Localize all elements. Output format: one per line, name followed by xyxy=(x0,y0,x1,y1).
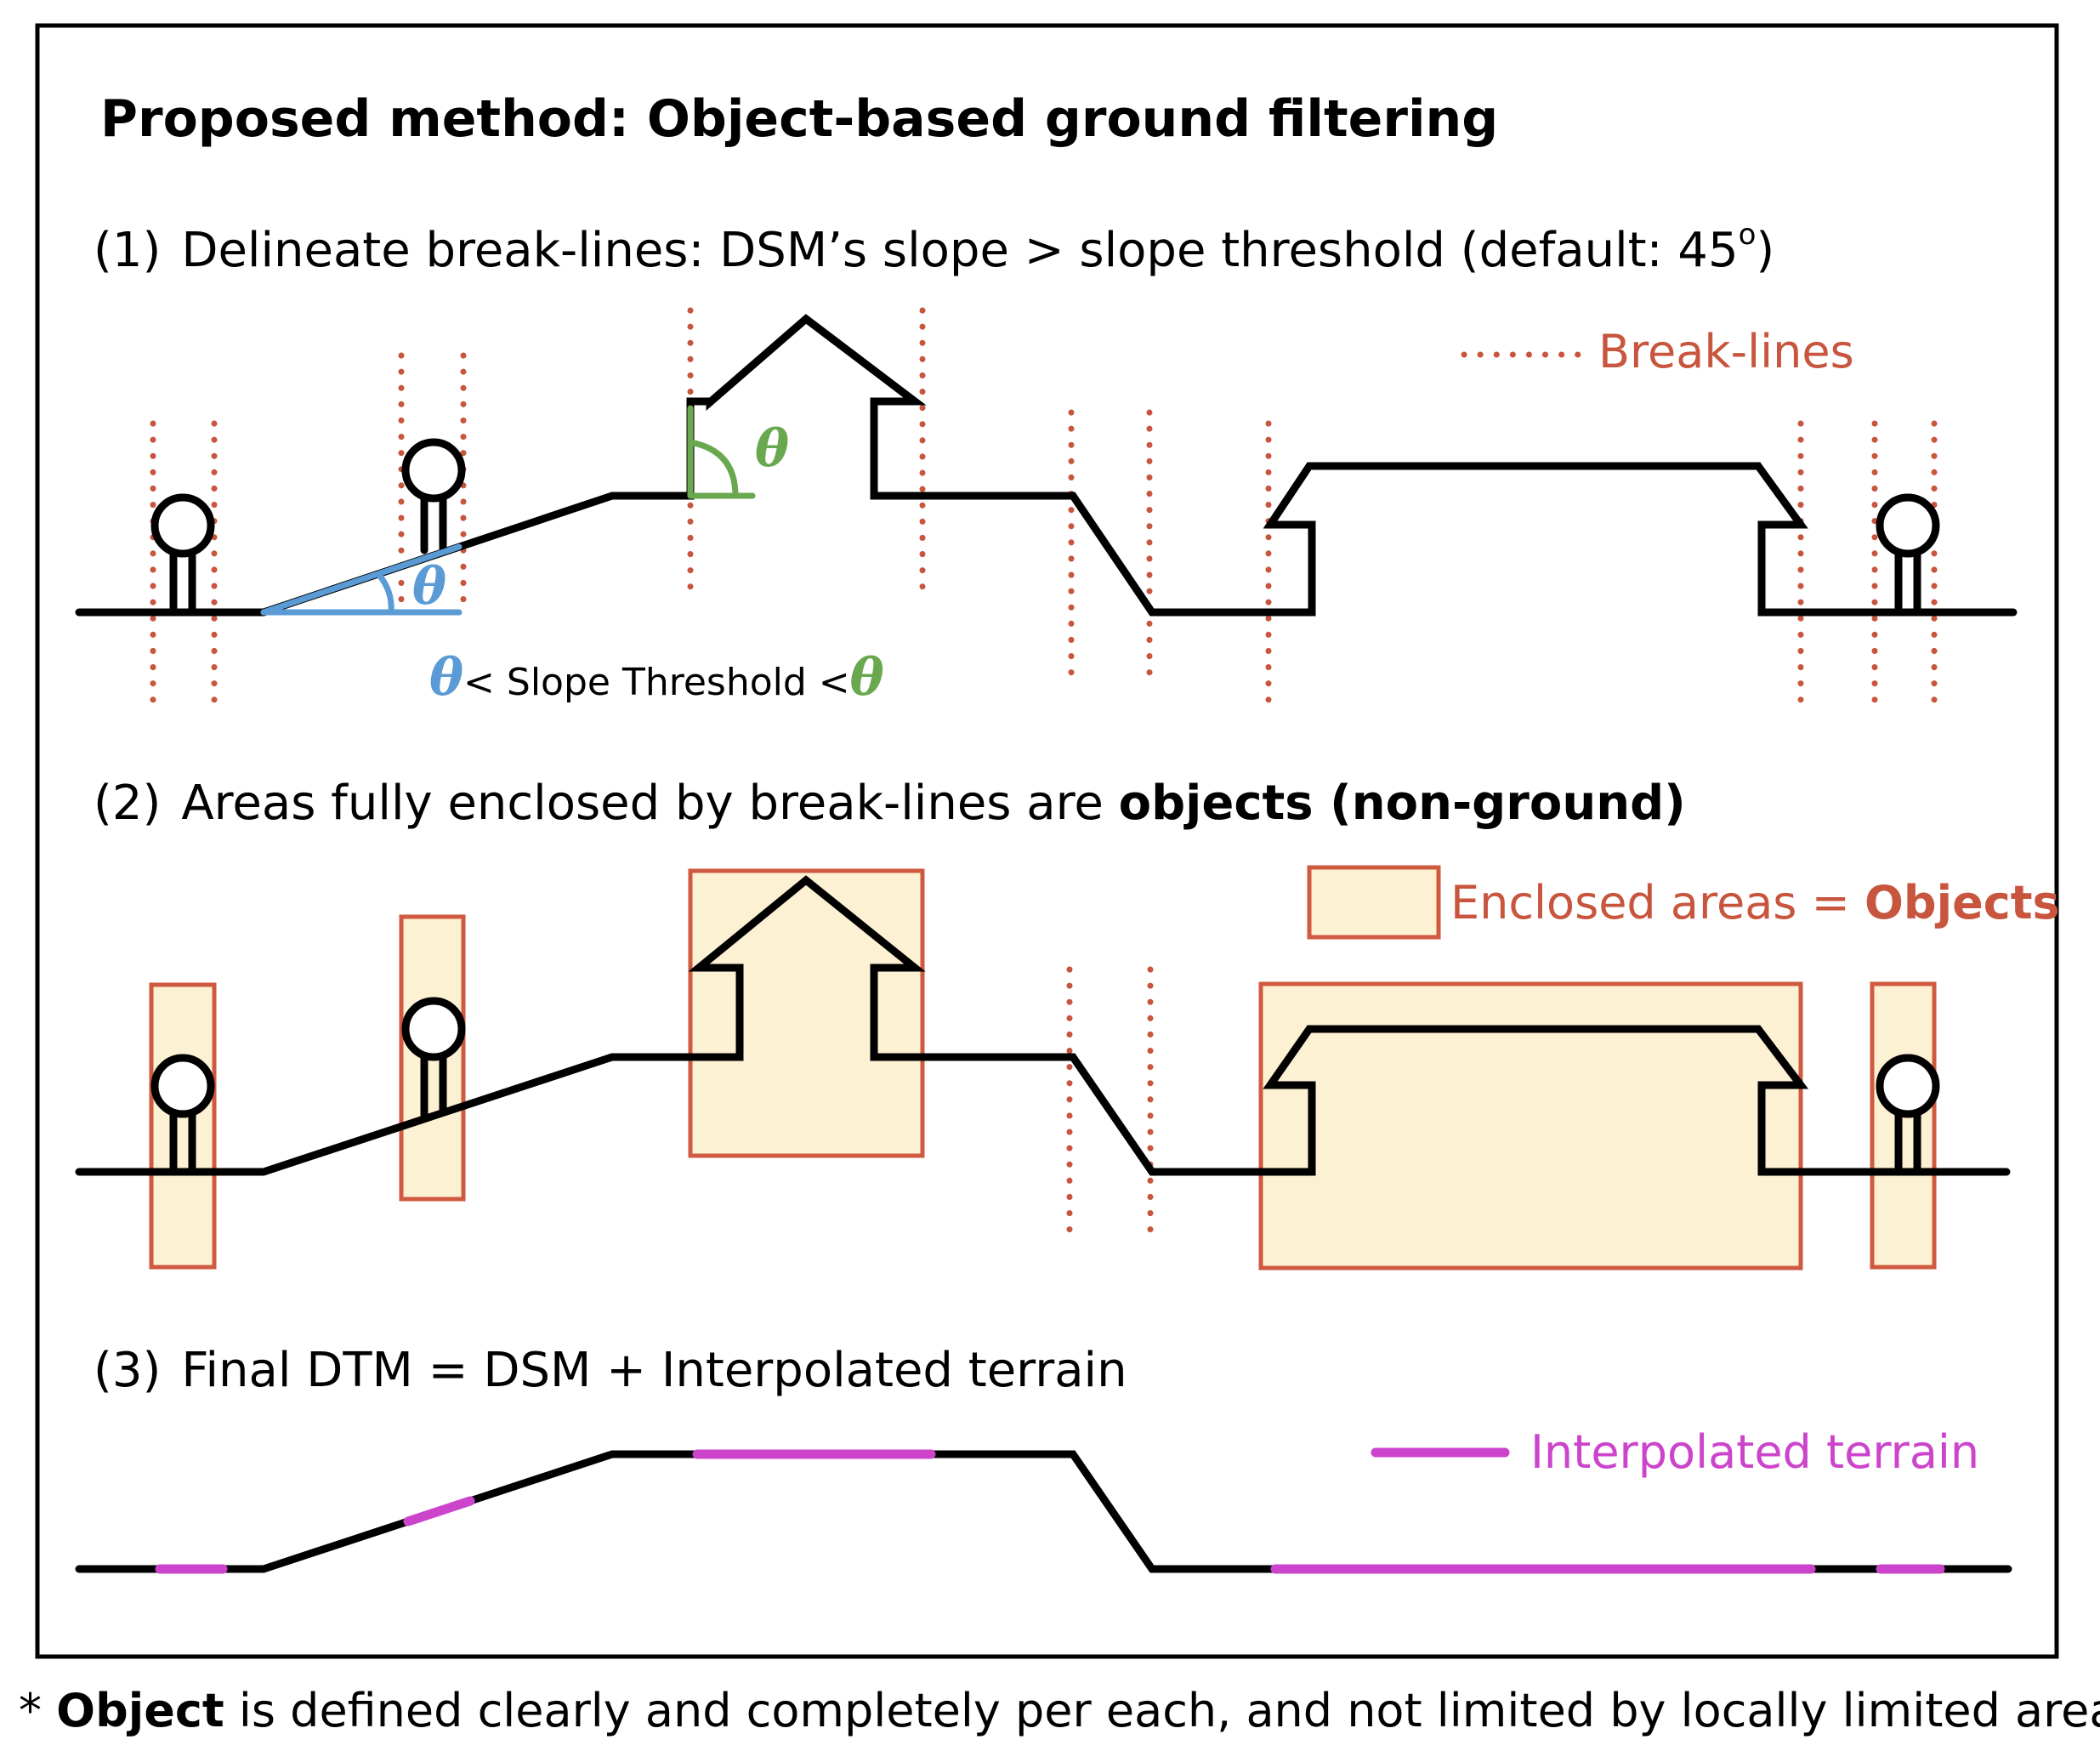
tree-object xyxy=(150,1054,215,1176)
interpolated-segment xyxy=(403,1496,475,1526)
theta-blue-slope xyxy=(260,543,463,616)
enclosed-area-tree-3 xyxy=(1870,981,1937,1270)
step-3-panel: (3)Final DTM = DSM + Interpolated terrai… xyxy=(75,1343,2012,1574)
house-object xyxy=(686,875,2011,1176)
tree-object xyxy=(1876,1054,1940,1176)
step-1-heading: (1)Delineate break-lines: DSM’s slope > … xyxy=(94,218,1774,278)
step-2-panel: (2)Areas fully enclosed by break-lines a… xyxy=(75,776,2060,1271)
step-1-panel: (1)Delineate break-lines: DSM’s slope > … xyxy=(75,218,2018,713)
theta-green-label: θ xyxy=(755,419,789,479)
diagram-title: Proposed method: Object-based ground fil… xyxy=(100,89,1498,149)
step-1-dsm-profile xyxy=(75,314,1271,617)
step-2-heading: (2)Areas fully enclosed by break-lines a… xyxy=(94,776,1686,831)
theta-green-arc xyxy=(687,439,739,499)
enclosed-area-tree-1 xyxy=(149,982,217,1270)
footnote: * Object is defined clearly and complete… xyxy=(19,1684,2100,1737)
tree-object xyxy=(401,438,466,554)
tree-object xyxy=(401,997,466,1122)
house-object xyxy=(686,314,927,500)
tree-object xyxy=(1876,493,1940,617)
legend-enclosed-swatch xyxy=(1307,865,1441,940)
legend-enclosed-label: Enclosed areas = Objects xyxy=(1450,876,2060,930)
large-building-object xyxy=(1263,462,2011,617)
theta-blue-label: θ xyxy=(412,557,446,617)
enclosed-area-tree-2 xyxy=(399,914,466,1202)
enclosed-area-house xyxy=(688,868,925,1158)
theta-blue-arc xyxy=(375,571,394,616)
step-3-heading: (3)Final DTM = DSM + Interpolated terrai… xyxy=(94,1343,1127,1398)
step-1-breaklines xyxy=(150,307,1938,713)
slope-threshold-caption: θ< Slope Threshold <θ xyxy=(429,648,884,708)
legend-breaklines-label: Break-lines xyxy=(1598,325,1854,378)
legend-interpolated-label: Interpolated terrain xyxy=(1530,1425,1979,1479)
diagram-frame xyxy=(35,23,2059,1659)
tree-object xyxy=(150,493,215,617)
